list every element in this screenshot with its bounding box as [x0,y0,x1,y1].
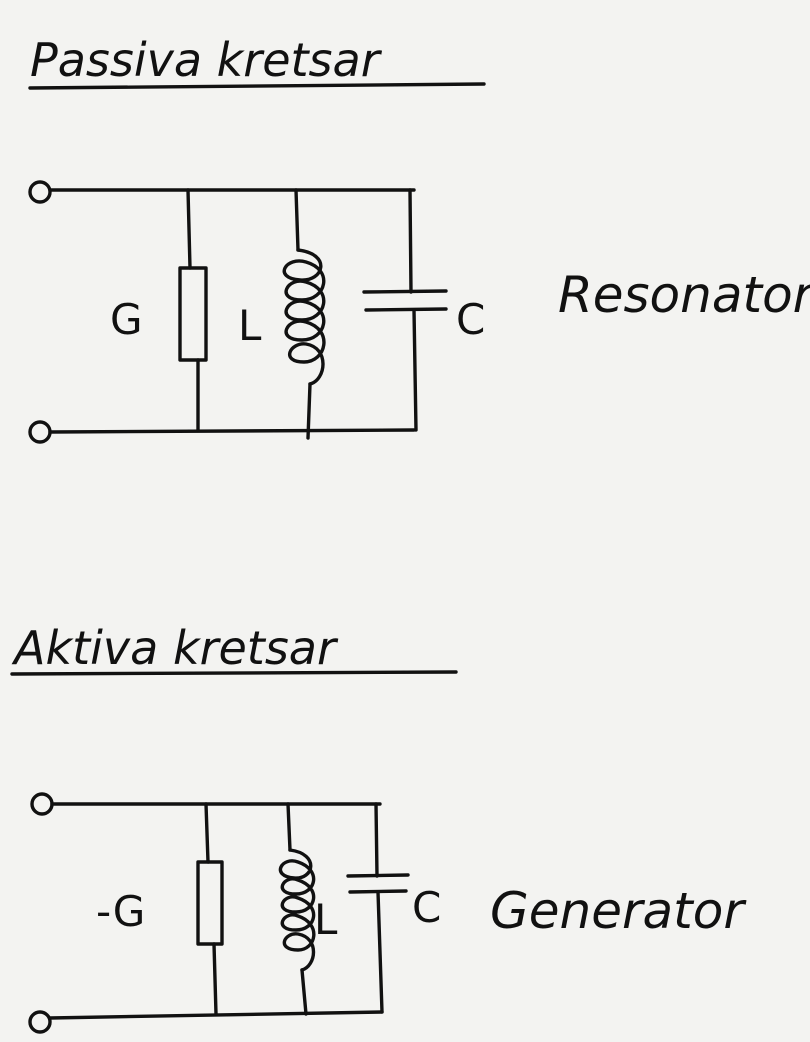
active-inductance-label: L [314,895,338,944]
active-terminal-top [30,792,54,816]
passive-inductor-coil [282,248,326,386]
active-conductance-branch [196,802,224,1016]
passive-terminal-top [28,180,52,204]
passive-heading-underline [28,82,486,90]
active-capacitance-label: C [412,883,441,932]
active-capacitor-plate-top [346,873,410,878]
passive-heading: Passiva kretsar [30,33,383,87]
active-capacitor-branch [346,802,410,1014]
active-heading-underline [10,670,458,676]
active-terminal-bottom [28,1010,52,1034]
active-inductor-branch [278,802,316,1016]
passive-capacitance-label: C [456,295,485,344]
active-conductance-label: -G [96,887,145,936]
passive-resistor-symbol [178,266,208,362]
passive-capacitor-plate-top [362,289,448,294]
passive-capacitor-plate-bottom [364,307,448,312]
passive-inductor-branch [282,188,326,440]
active-description: Generator [490,882,747,940]
passive-bottom-rail [48,428,416,434]
passive-capacitor-branch [362,188,448,432]
active-heading: Aktiva kretsar [11,621,339,675]
active-circuit: -G L C [28,792,441,1034]
passive-conductance-label: G [110,295,143,344]
passive-conductance-branch [178,188,208,432]
active-resistor-symbol [196,860,224,946]
passive-circuit: G L C [28,180,485,444]
active-inductor-coil [278,848,316,972]
passive-inductance-label: L [238,301,262,350]
passive-description: Resonator [558,266,810,324]
passive-terminal-bottom [28,420,52,444]
